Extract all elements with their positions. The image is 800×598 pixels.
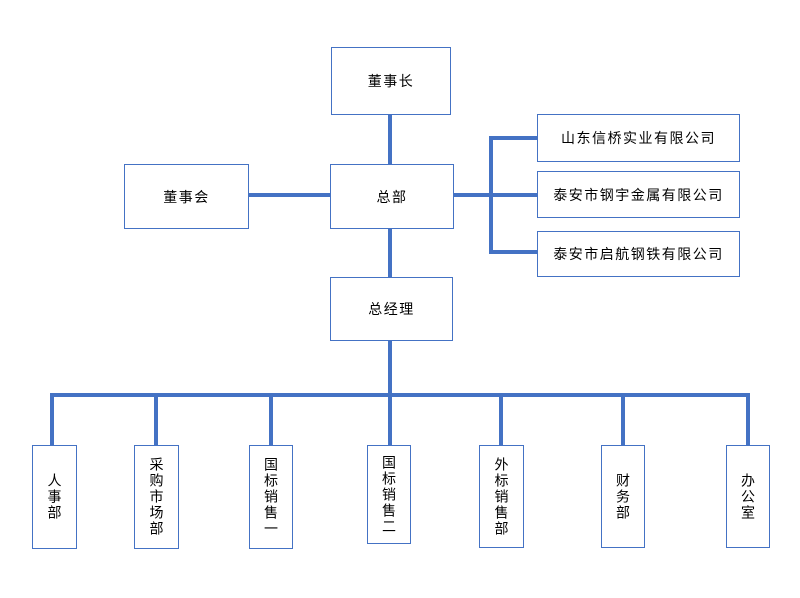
- connector-drop-dept-7: [746, 393, 750, 445]
- node-affiliate-3: 泰安市启航钢铁有限公司: [537, 231, 740, 277]
- connector-headquarters-affiliates: [453, 193, 537, 197]
- connector-trunk-affiliate-1: [489, 136, 537, 140]
- node-general-manager: 总经理: [330, 277, 453, 341]
- connector-departments-bus: [50, 393, 750, 397]
- node-headquarters: 总部: [330, 164, 454, 229]
- node-dept-hr: 人事部: [32, 445, 77, 549]
- connector-board-headquarters: [249, 193, 330, 197]
- node-dept-national-sales-2: 国标销售二: [367, 445, 411, 544]
- node-dept-finance: 财务部: [601, 445, 645, 548]
- connector-drop-dept-6: [621, 393, 625, 445]
- connector-chairman-headquarters: [388, 115, 392, 164]
- connector-drop-dept-1: [50, 393, 54, 445]
- connector-trunk-affiliate-3: [489, 250, 537, 254]
- connector-headquarters-general-manager: [388, 229, 392, 277]
- node-board: 董事会: [124, 164, 249, 229]
- node-dept-external-sales: 外标销售部: [479, 445, 524, 548]
- node-dept-purchasing-market: 采购市场部: [134, 445, 179, 549]
- node-affiliate-1: 山东信桥实业有限公司: [537, 114, 740, 162]
- connector-drop-dept-2: [154, 393, 158, 445]
- node-chairman: 董事长: [331, 47, 451, 115]
- node-affiliate-2: 泰安市钢宇金属有限公司: [537, 171, 740, 218]
- connector-affiliates-trunk: [489, 136, 493, 254]
- node-dept-office: 办公室: [726, 445, 770, 548]
- node-dept-national-sales-1: 国标销售一: [249, 445, 293, 549]
- connector-drop-dept-3: [269, 393, 273, 445]
- connector-drop-dept-5: [499, 393, 503, 445]
